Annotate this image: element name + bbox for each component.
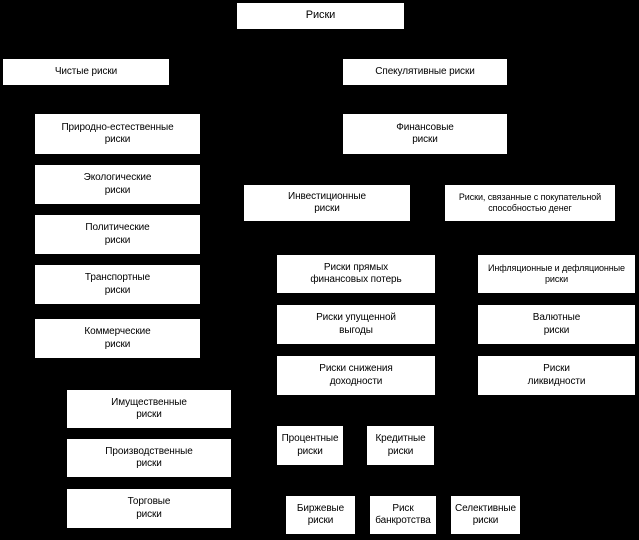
node-currency: Валютные риски [477, 304, 636, 345]
node-yield_decline: Риски снижения доходности [276, 355, 436, 396]
node-root: Риски [236, 2, 405, 30]
node-ecological: Экологические риски [34, 164, 201, 205]
node-liquidity: Риски ликвидности [477, 355, 636, 396]
node-natural: Природно-естественные риски [34, 113, 201, 155]
node-direct_losses: Риски прямых финансовых потерь [276, 254, 436, 294]
node-property: Имущественные риски [66, 389, 232, 429]
node-financial: Финансовые риски [342, 113, 508, 155]
node-exchange: Биржевые риски [285, 495, 356, 535]
node-trade: Торговые риски [66, 488, 232, 529]
node-commercial: Коммерческие риски [34, 318, 201, 359]
node-purchasing: Риски, связанные с покупательной способн… [444, 184, 616, 222]
node-inflation: Инфляционные и дефляционные риски [477, 254, 636, 294]
node-pure: Чистые риски [2, 58, 170, 86]
node-bankruptcy: Риск банкротства [369, 495, 437, 535]
node-lost_profit: Риски упущенной выгоды [276, 304, 436, 345]
node-transport: Транспортные риски [34, 264, 201, 305]
node-political: Политические риски [34, 214, 201, 255]
node-speculative: Спекулятивные риски [342, 58, 508, 86]
node-selective: Селективные риски [450, 495, 521, 535]
node-investment: Инвестиционные риски [243, 184, 411, 222]
node-production: Производственные риски [66, 438, 232, 478]
node-interest: Процентные риски [276, 425, 344, 466]
node-credit: Кредитные риски [366, 425, 435, 466]
